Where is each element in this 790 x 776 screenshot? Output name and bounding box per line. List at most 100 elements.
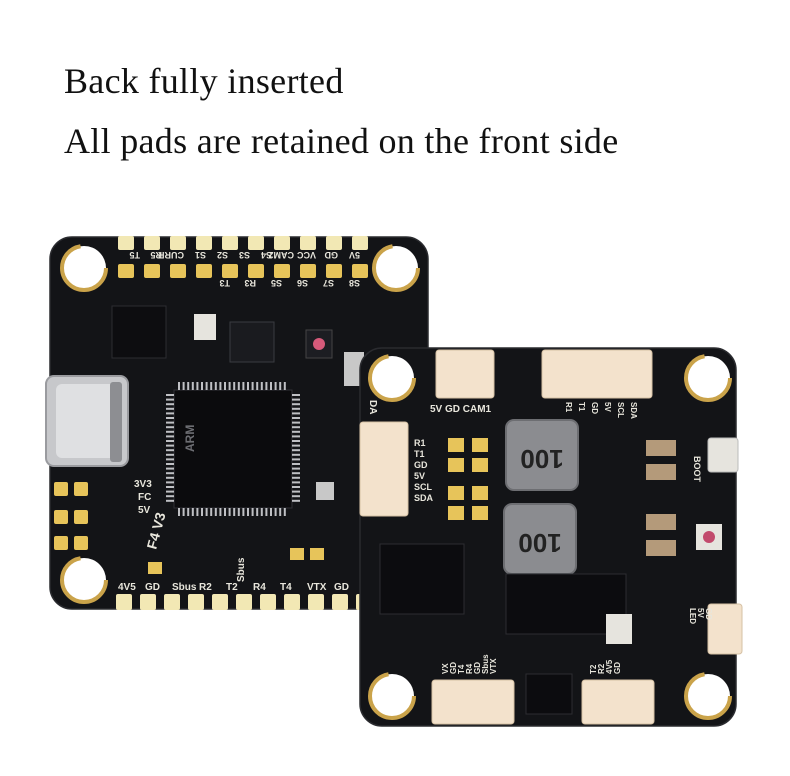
fc-pad (326, 236, 342, 250)
pdb-top-right-label: R1 (564, 402, 573, 413)
svg-text:ARM: ARM (183, 425, 197, 452)
pdb-bottom-label: VTX (489, 658, 498, 674)
fc-pad (212, 594, 228, 610)
fc-top-label: CURR (158, 250, 184, 260)
fc-mid-label: S8 (349, 278, 360, 288)
fc-pad (170, 236, 186, 250)
fc-top-label: R5 (150, 250, 162, 260)
fc-pad (164, 594, 180, 610)
fc-bottom-label: VTX (307, 582, 327, 593)
pdb-ics (379, 543, 632, 715)
pdb-top-right-label: GD (590, 402, 599, 414)
fc-pad (140, 594, 156, 610)
fc-pad (222, 236, 238, 250)
fc-components (111, 305, 364, 574)
svg-text:FC: FC (138, 492, 151, 503)
pdb-top-right-label: SDA (629, 402, 638, 419)
fc-pad (284, 594, 300, 610)
fc-pad (196, 264, 212, 278)
pdb-left-label: 5V (414, 471, 425, 481)
fc-pad (308, 594, 324, 610)
pdb-mounting-holes (368, 354, 732, 720)
svg-text:5V GD CAM1: 5V GD CAM1 (430, 404, 492, 415)
fc-top-label: CAM2 (268, 250, 294, 260)
fc-bottom-label: T4 (280, 582, 292, 593)
fc-top-label: VCC (296, 250, 316, 260)
fc-pad (236, 594, 252, 610)
svg-text:100: 100 (518, 528, 561, 558)
pdb-led-label: LED (688, 608, 697, 624)
fc-bottom-pads (116, 594, 372, 610)
fc-pad (300, 236, 316, 250)
fc-mid-label: S5 (271, 278, 282, 288)
fc-bottom-label: GD (334, 582, 349, 593)
caption-line-2: All pads are retained on the front side (64, 121, 619, 161)
fc-pad (352, 236, 368, 250)
fc-mcu-chip: ARM (166, 382, 300, 516)
fc-mid-label: R3 (244, 278, 256, 288)
fc-bottom-label: T2 (226, 582, 238, 593)
pdb-bottom-label: R4 (465, 663, 474, 674)
pdb-left-label: T1 (414, 449, 425, 459)
fc-pad (144, 264, 160, 278)
caption-line-1: Back fully inserted (64, 61, 344, 101)
fc-pad (274, 236, 290, 250)
pdb-left-label: SCL (414, 482, 433, 492)
pdb-bottom-label: VX (441, 663, 450, 674)
pdb-bottom-label: GD (473, 662, 482, 674)
svg-text:BOOT: BOOT (692, 456, 702, 483)
pdb-bottom-label: T2 (589, 664, 598, 674)
pdb-bottom-label: Sbus (481, 654, 490, 674)
pdb-led-label: 5V (696, 608, 705, 618)
fc-bottom-label: Sbus (172, 582, 197, 593)
pdb-top-right-label: 5V (603, 402, 612, 412)
fc-pad (118, 264, 134, 278)
fc-pad (188, 594, 204, 610)
pdb-capacitors (448, 438, 722, 556)
pdb-connectors (359, 349, 743, 725)
fc-pad (326, 264, 342, 278)
fc-mid-label: S6 (297, 278, 308, 288)
fc-pad (248, 236, 264, 250)
fc-top-label: GD (324, 250, 338, 260)
fc-top-label: S3 (239, 250, 250, 260)
pdb-bottom-label: 4V5 (605, 659, 614, 674)
pdb-left-label: GD (414, 460, 428, 470)
fc-pad (248, 264, 264, 278)
pdb-led-label: GD (704, 608, 713, 620)
fc-pad (332, 594, 348, 610)
pdb-bottom-label: T4 (457, 664, 466, 674)
pdb-top-right-label: T1 (577, 402, 586, 412)
fc-top-label: S2 (217, 250, 228, 260)
pdb-bottom-label: GD (449, 662, 458, 674)
fc-pad (144, 236, 160, 250)
pdb-left-label: R1 (414, 438, 426, 448)
fc-top-label: 5V (349, 250, 360, 260)
fc-pad (196, 236, 212, 250)
fc-pad (118, 236, 134, 250)
fc-mid-label: T3 (219, 278, 230, 288)
fc-pad (170, 264, 186, 278)
svg-text:DA: DA (367, 400, 378, 414)
fc-pad (352, 264, 368, 278)
pdb-top-right-label: SCL (616, 402, 625, 418)
pdb-left-label: SDA (414, 493, 434, 503)
fc-bottom-label: R4 (253, 582, 266, 593)
svg-text:5V: 5V (138, 505, 151, 516)
fc-side-pads (54, 482, 88, 550)
fc-bottom-label: R2 (199, 582, 212, 593)
fc-mid-label: S7 (323, 278, 334, 288)
fc-top-pads (118, 236, 368, 278)
pdb-inductors: 100 100 (503, 419, 579, 575)
fc-pad (300, 264, 316, 278)
fc-top-label: S1 (195, 250, 206, 260)
fc-pad (260, 594, 276, 610)
fc-bottom-label: GD (145, 582, 160, 593)
fc-pad (222, 264, 238, 278)
usb-c-connector (45, 375, 129, 467)
fc-top-label: S4 (261, 250, 272, 260)
fc-top-label: T5 (129, 250, 140, 260)
fc-pad (116, 594, 132, 610)
